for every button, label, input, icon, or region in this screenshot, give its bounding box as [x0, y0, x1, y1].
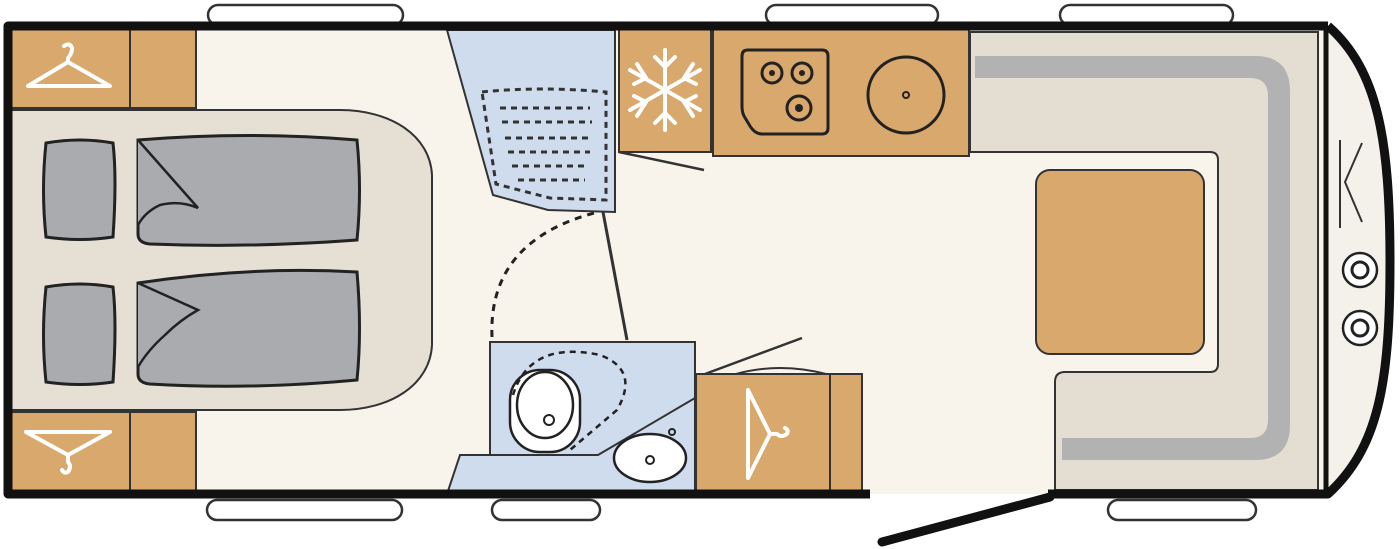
- toilet-icon: [508, 350, 627, 454]
- wardrobe-door-swing: [704, 336, 803, 376]
- coat-hanger-icon: [26, 42, 112, 88]
- windows: [205, 3, 1258, 522]
- coat-hanger-icon: [746, 388, 790, 480]
- wardrobe-front-left: [9, 27, 197, 109]
- mattress-top: [136, 134, 361, 247]
- duvet-fold-top: [136, 139, 199, 226]
- shower-divider: [601, 211, 629, 341]
- gas-bottle-icon: [1341, 251, 1379, 289]
- snowflake-icon: [628, 48, 702, 132]
- u-shaped-dinette: [969, 31, 1319, 491]
- window-bottom-dinette: [1106, 498, 1258, 522]
- twin-single-beds: [9, 109, 433, 411]
- window-bottom-washroom: [490, 498, 602, 522]
- outer-walls: [3, 21, 1395, 499]
- mattress-bottom: [136, 268, 361, 388]
- wall-rear: [3, 21, 1328, 499]
- pillow-top: [42, 138, 117, 241]
- wardrobe-entrance: [695, 336, 863, 495]
- door-icon: [877, 492, 1055, 547]
- wardrobe-rear-left: [9, 411, 197, 493]
- wall-front-nose: [1048, 22, 1395, 499]
- drawbar-with-gas-bottles: [1339, 140, 1379, 347]
- coat-hanger-icon: [24, 430, 112, 475]
- washroom-counter: [460, 397, 696, 456]
- sink-icon: [612, 428, 688, 484]
- entrance-door: [877, 492, 1055, 547]
- shower-tray-icon: [480, 87, 608, 202]
- kitchen: [712, 27, 970, 157]
- washroom: [445, 341, 696, 495]
- fridge: [618, 27, 712, 172]
- pillow-bottom: [42, 282, 117, 386]
- kitchen-sink-icon: [866, 55, 946, 135]
- seat-cushions: [969, 31, 1319, 491]
- window-bottom-left: [205, 498, 404, 522]
- stove-icon: [740, 48, 830, 136]
- dinette-table: [1035, 169, 1205, 355]
- shower: [445, 29, 629, 341]
- drawbar-icon: [1339, 140, 1363, 228]
- gas-bottle-icon: [1341, 309, 1379, 347]
- duvet-fold-bottom: [136, 281, 201, 368]
- fridge-door-swing: [618, 150, 705, 172]
